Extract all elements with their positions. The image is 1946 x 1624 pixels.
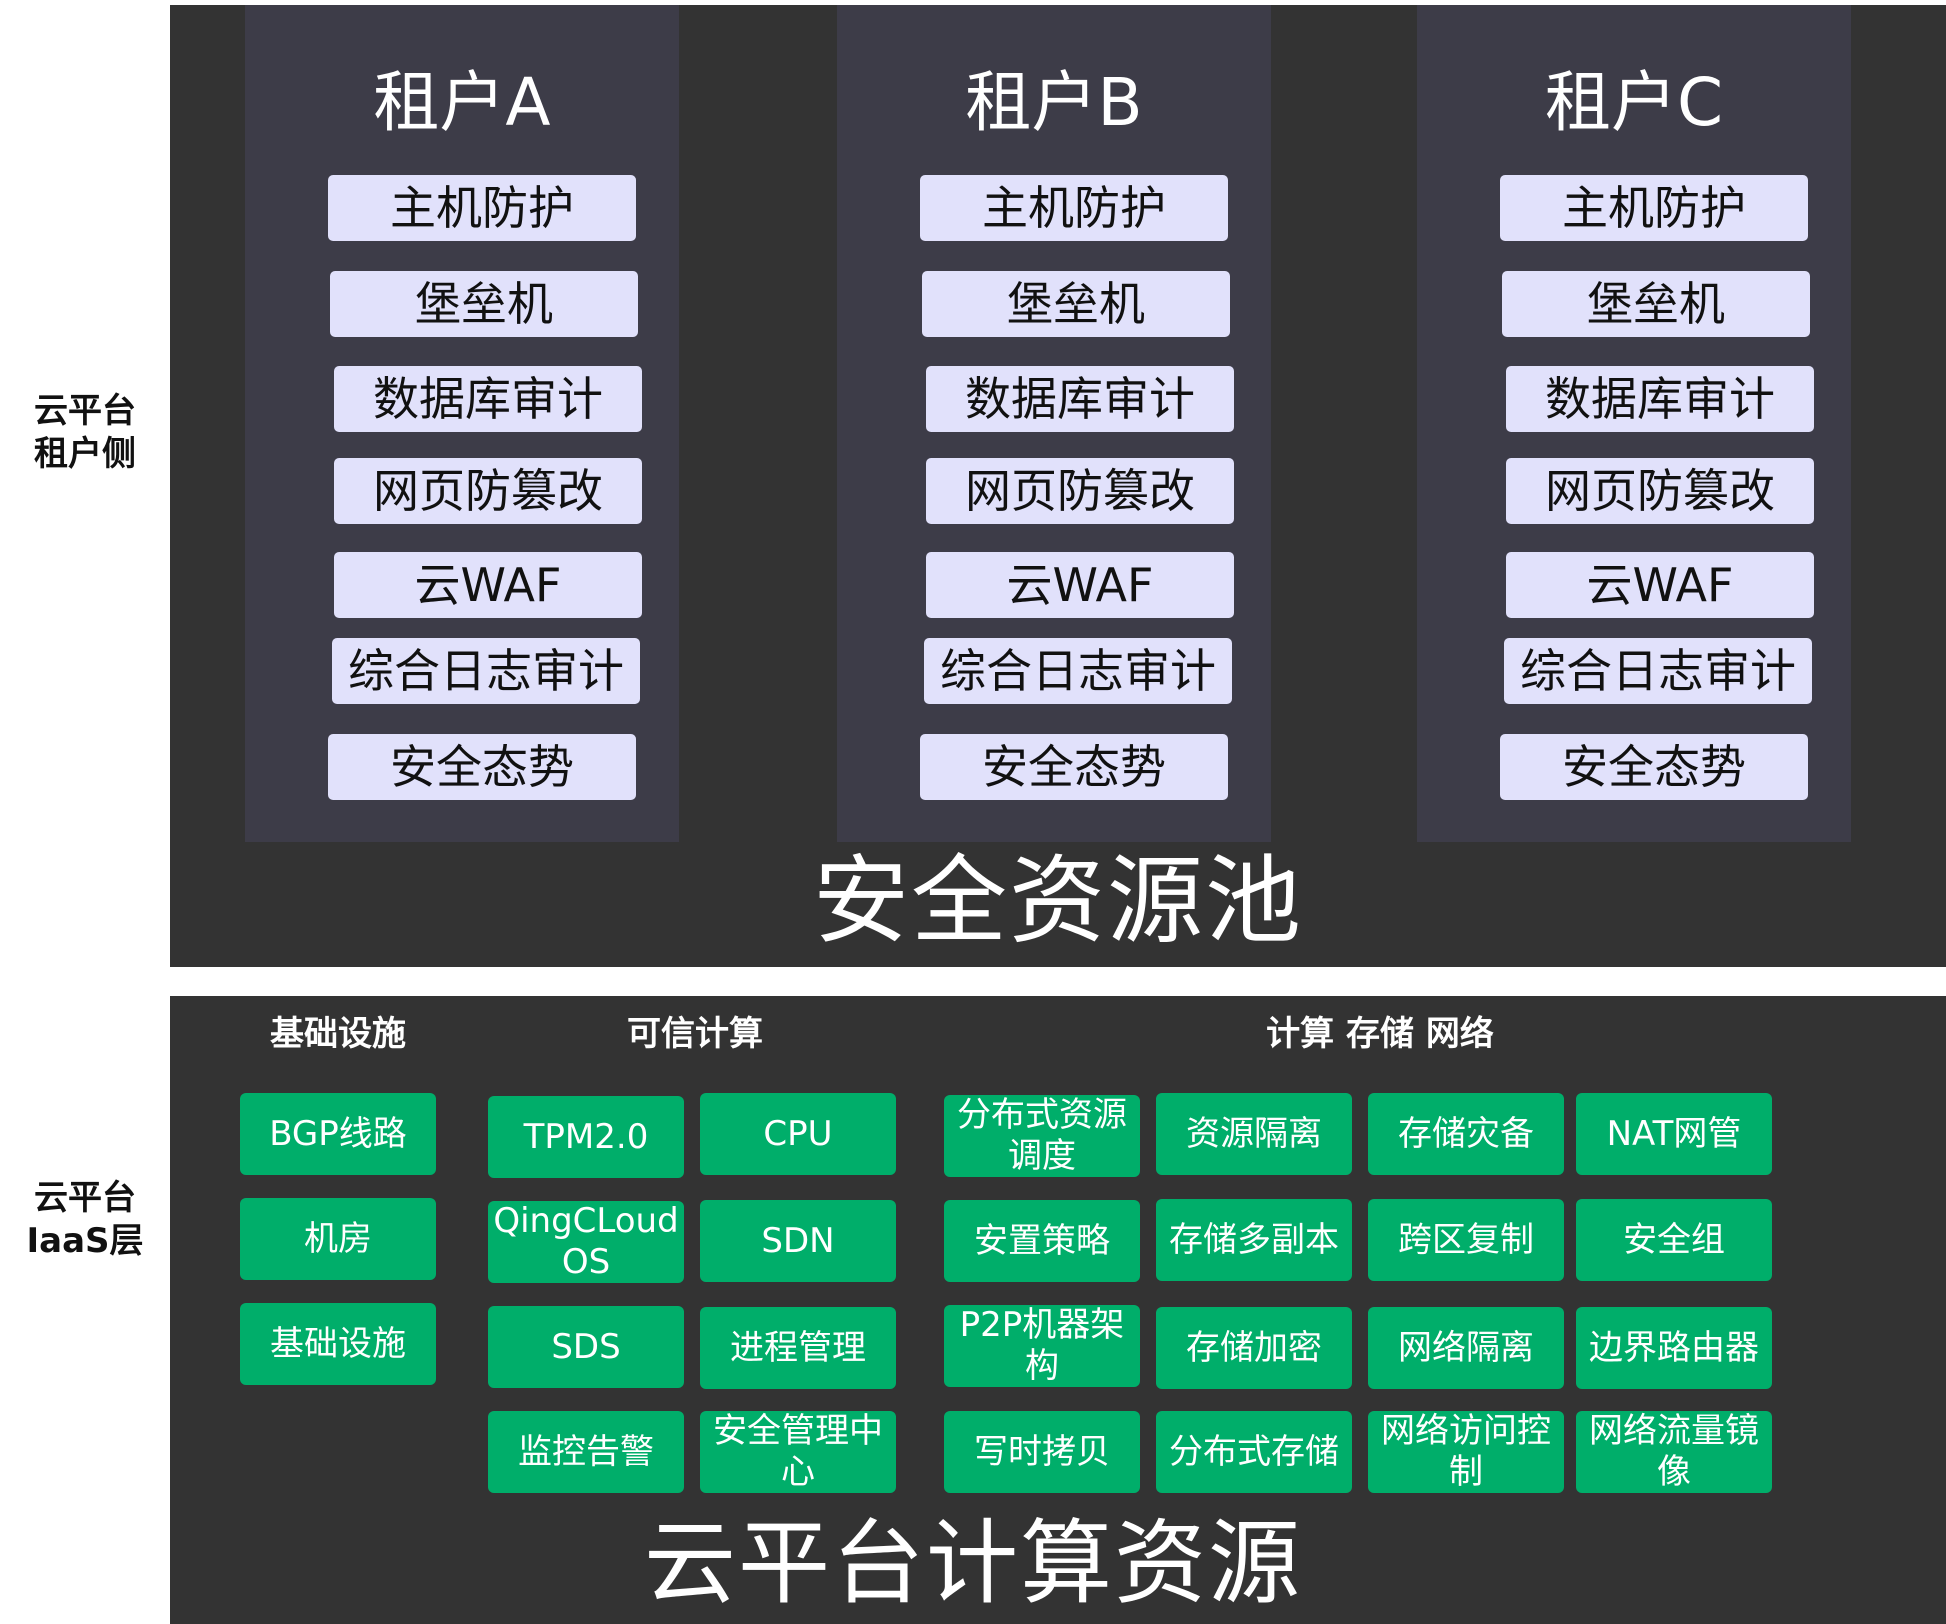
service-cloud-waf: 云WAF xyxy=(926,552,1234,618)
resource-resource-isolation: 资源隔离 xyxy=(1156,1093,1352,1175)
category-trusted-computing: 可信计算 xyxy=(627,1014,763,1054)
service-host-protection: 主机防护 xyxy=(1500,175,1808,241)
service-log-audit: 综合日志审计 xyxy=(332,638,640,704)
service-bastion-host: 堡垒机 xyxy=(1502,271,1810,337)
service-web-tamper-protection: 网页防篡改 xyxy=(926,458,1234,524)
service-cloud-waf: 云WAF xyxy=(334,552,642,618)
resource-p2p-architecture: P2P机器架构 xyxy=(944,1305,1140,1387)
resource-security-management-center: 安全管理中心 xyxy=(700,1411,896,1493)
resource-nat-gateway: NAT网管 xyxy=(1576,1093,1772,1175)
side-label-tenant: 云平台 租户侧 xyxy=(34,391,136,474)
service-database-audit: 数据库审计 xyxy=(926,366,1234,432)
service-web-tamper-protection: 网页防篡改 xyxy=(1506,458,1814,524)
category-compute-storage-network: 计算 存储 网络 xyxy=(1266,1014,1494,1054)
resource-sds: SDS xyxy=(488,1306,684,1388)
resource-machine-room: 机房 xyxy=(240,1198,436,1280)
resource-network-isolation: 网络隔离 xyxy=(1368,1307,1564,1389)
service-database-audit: 数据库审计 xyxy=(1506,366,1814,432)
resource-copy-on-write: 写时拷贝 xyxy=(944,1411,1140,1493)
service-cloud-waf: 云WAF xyxy=(1506,552,1814,618)
resource-distributed-storage: 分布式存储 xyxy=(1156,1411,1352,1493)
resource-process-management: 进程管理 xyxy=(700,1307,896,1389)
resource-bgp-line: BGP线路 xyxy=(240,1093,436,1175)
resource-storage-encryption: 存储加密 xyxy=(1156,1307,1352,1389)
tenant-title: 租户C xyxy=(1544,64,1724,141)
resource-network-access-control: 网络访问控制 xyxy=(1368,1411,1564,1493)
category-infrastructure: 基础设施 xyxy=(270,1014,406,1054)
service-bastion-host: 堡垒机 xyxy=(922,271,1230,337)
tenant-card-a: 租户A 主机防护 堡垒机 数据库审计 网页防篡改 云WAF 综合日志审计 安全态… xyxy=(245,5,679,842)
resource-cross-region-replication: 跨区复制 xyxy=(1368,1199,1564,1281)
tenant-card-c: 租户C 主机防护 堡垒机 数据库审计 网页防篡改 云WAF 综合日志审计 安全态… xyxy=(1417,5,1851,842)
compute-resources-title: 云平台计算资源 xyxy=(643,1510,1302,1617)
side-label-iaas: 云平台 IaaS层 xyxy=(26,1178,144,1261)
tenant-card-b: 租户B 主机防护 堡垒机 数据库审计 网页防篡改 云WAF 综合日志审计 安全态… xyxy=(837,5,1271,842)
security-resource-pool: 租户A 主机防护 堡垒机 数据库审计 网页防篡改 云WAF 综合日志审计 安全态… xyxy=(170,5,1946,967)
service-web-tamper-protection: 网页防篡改 xyxy=(334,458,642,524)
resource-placement-policy: 安置策略 xyxy=(944,1200,1140,1282)
service-security-posture: 安全态势 xyxy=(1500,734,1808,800)
security-pool-title: 安全资源池 xyxy=(813,845,1303,957)
service-security-posture: 安全态势 xyxy=(920,734,1228,800)
service-host-protection: 主机防护 xyxy=(920,175,1228,241)
resource-traffic-mirroring: 网络流量镜像 xyxy=(1576,1411,1772,1493)
resource-qingcloud-os: QingCLoud OS xyxy=(488,1201,684,1283)
service-log-audit: 综合日志审计 xyxy=(1504,638,1812,704)
service-bastion-host: 堡垒机 xyxy=(330,271,638,337)
resource-infrastructure: 基础设施 xyxy=(240,1303,436,1385)
service-log-audit: 综合日志审计 xyxy=(924,638,1232,704)
resource-border-router: 边界路由器 xyxy=(1576,1307,1772,1389)
service-security-posture: 安全态势 xyxy=(328,734,636,800)
resource-tpm: TPM2.0 xyxy=(488,1096,684,1178)
resource-cpu: CPU xyxy=(700,1093,896,1175)
service-database-audit: 数据库审计 xyxy=(334,366,642,432)
tenant-title: 租户B xyxy=(965,64,1143,141)
resource-storage-replicas: 存储多副本 xyxy=(1156,1199,1352,1281)
tenant-title: 租户A xyxy=(373,64,551,141)
resource-security-group: 安全组 xyxy=(1576,1199,1772,1281)
resource-sdn: SDN xyxy=(700,1200,896,1282)
resource-storage-disaster-recovery: 存储灾备 xyxy=(1368,1093,1564,1175)
resource-monitoring-alerts: 监控告警 xyxy=(488,1411,684,1493)
service-host-protection: 主机防护 xyxy=(328,175,636,241)
resource-distributed-scheduling: 分布式资源调度 xyxy=(944,1095,1140,1177)
